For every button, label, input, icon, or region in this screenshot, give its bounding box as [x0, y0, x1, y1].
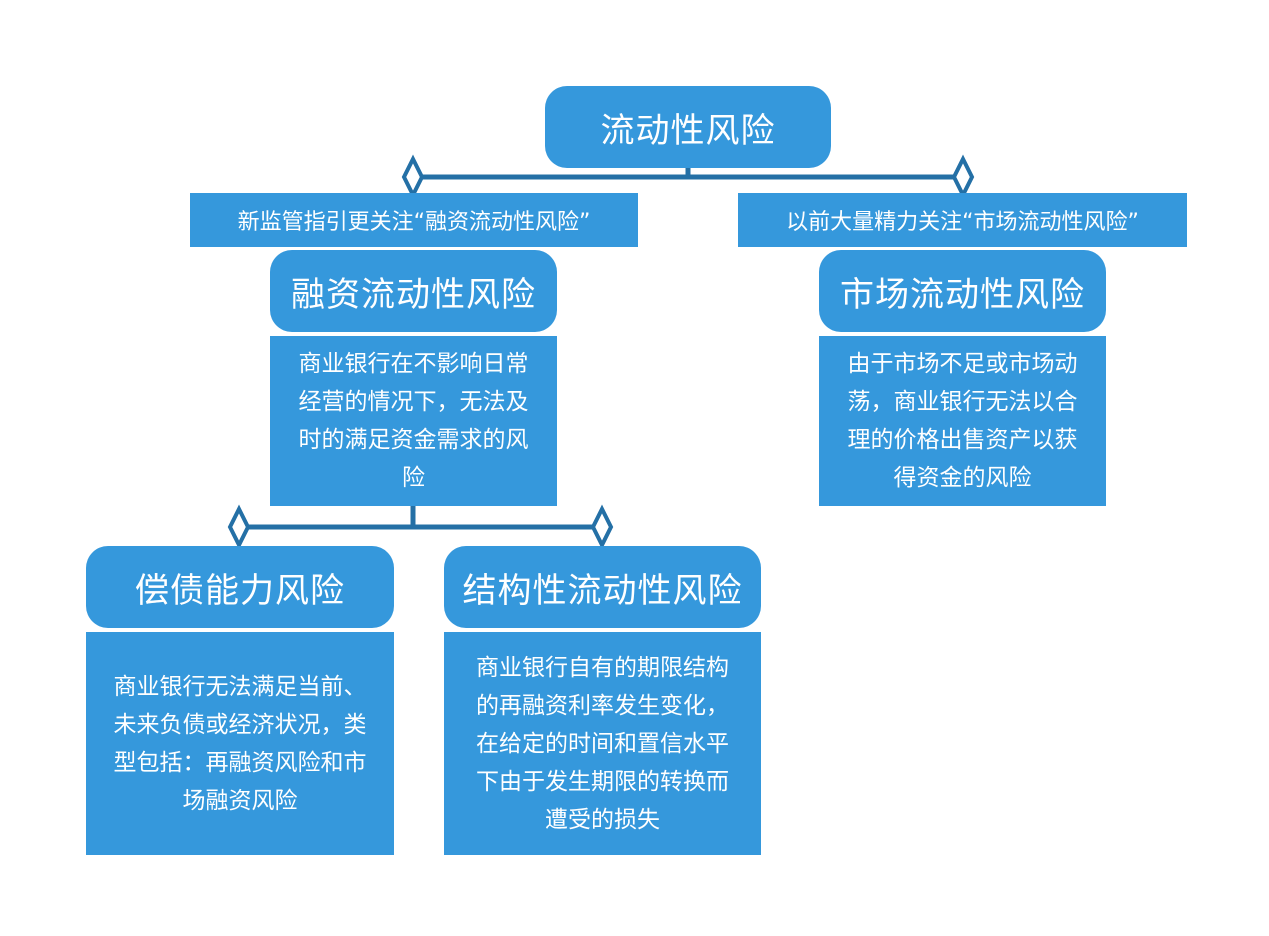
- description-line: 下由于发生期限的转换而: [476, 768, 729, 795]
- description-line: 遭受的损失: [545, 806, 660, 833]
- description-line: 商业银行自有的期限结构: [476, 654, 729, 681]
- description-line: 经营的情况下，无法及: [298, 389, 529, 415]
- solvency-risk-description: 商业银行无法满足当前、 未来负债或经济状况，类 型包括：再融资风险和市 场融资风…: [86, 632, 394, 855]
- solvency-risk-node: 偿债能力风险: [86, 546, 394, 628]
- structural-liquidity-node: 结构性流动性风险: [444, 546, 761, 628]
- description-line: 商业银行无法满足当前、: [113, 673, 367, 700]
- left-branch-note-text: 新监管指引更关注“融资流动性风险”: [237, 210, 591, 235]
- right-branch-note-text: 以前大量精力关注“市场流动性风险”: [786, 210, 1139, 235]
- diamond-marker-solvency: [227, 504, 251, 550]
- description-line: 理的价格出售资产以获: [847, 427, 1078, 453]
- structural-liquidity-description: 商业银行自有的期限结构 的再融资利率发生变化， 在给定的时间和置信水平 下由于发…: [444, 632, 761, 855]
- diamond-marker-left: [401, 154, 425, 200]
- description-line: 得资金的风险: [893, 465, 1032, 491]
- solvency-risk-label: 偿债能力风险: [135, 570, 345, 611]
- description-line: 场融资风险: [182, 787, 298, 814]
- market-liquidity-description: 由于市场不足或市场动 荡，商业银行无法以合 理的价格出售资产以获 得资金的风险: [819, 336, 1106, 506]
- funding-liquidity-description: 商业银行在不影响日常 经营的情况下，无法及 时的满足资金需求的风 险: [270, 336, 557, 506]
- description-line: 的再融资利率发生变化，: [476, 692, 729, 719]
- diamond-marker-structural: [590, 504, 614, 550]
- description-line: 未来负债或经济状况，类: [113, 711, 367, 738]
- root-node-label: 流动性风险: [600, 110, 776, 151]
- right-branch-note: 以前大量精力关注“市场流动性风险”: [738, 193, 1187, 247]
- root-node-liquidity-risk: 流动性风险: [545, 86, 831, 168]
- description-line: 险: [402, 465, 425, 491]
- structural-liquidity-label: 结构性流动性风险: [462, 570, 743, 611]
- description-line: 由于市场不足或市场动: [847, 351, 1078, 377]
- description-line: 型包括：再融资风险和市: [113, 749, 367, 776]
- description-line: 商业银行在不影响日常: [298, 351, 529, 377]
- left-branch-note: 新监管指引更关注“融资流动性风险”: [190, 193, 638, 247]
- description-line: 在给定的时间和置信水平: [476, 730, 729, 757]
- description-line: 荡，商业银行无法以合: [847, 389, 1078, 415]
- market-liquidity-node: 市场流动性风险: [819, 250, 1106, 332]
- diamond-marker-right: [951, 154, 975, 200]
- funding-liquidity-node: 融资流动性风险: [270, 250, 557, 332]
- description-line: 时的满足资金需求的风: [298, 427, 529, 453]
- funding-liquidity-label: 融资流动性风险: [291, 274, 536, 315]
- market-liquidity-label: 市场流动性风险: [840, 274, 1085, 315]
